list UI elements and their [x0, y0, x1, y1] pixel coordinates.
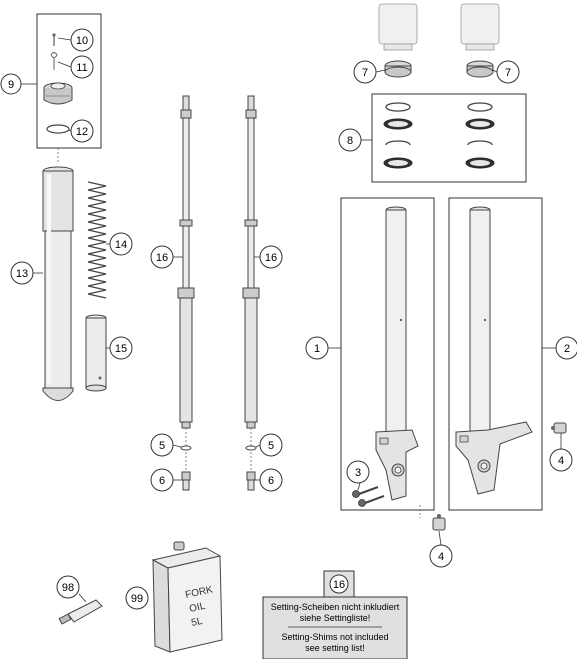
- svg-text:14: 14: [115, 239, 127, 251]
- fork-cap-assembly: [36, 13, 102, 162]
- callout-11: 11: [70, 55, 94, 79]
- svg-text:5: 5: [159, 440, 165, 452]
- note-english-line1: Setting-Shims not included: [281, 632, 388, 642]
- svg-text:6: 6: [159, 475, 165, 487]
- callout-4-right: 4: [549, 448, 573, 472]
- callout-2: 2: [555, 336, 577, 360]
- svg-text:16: 16: [156, 252, 168, 264]
- svg-text:4: 4: [438, 551, 444, 563]
- svg-text:8: 8: [347, 135, 353, 147]
- svg-text:4: 4: [558, 455, 564, 467]
- oil-can-label-line2: OIL: [188, 601, 206, 615]
- callout-16-left: 16: [150, 245, 174, 269]
- callout-99: 99: [125, 586, 149, 610]
- grease-tube: [58, 599, 103, 625]
- leader-lines: [21, 37, 562, 603]
- setting-shims-note: Setting-Scheiben nicht inkludiert siehe …: [262, 570, 408, 659]
- svg-text:13: 13: [16, 268, 28, 280]
- svg-text:16: 16: [333, 579, 345, 591]
- callout-12: 12: [70, 119, 94, 143]
- fork-leg-right-assembly: [448, 197, 543, 511]
- spacer-tube: [85, 314, 107, 392]
- svg-text:15: 15: [115, 343, 127, 355]
- callout-6-left: 6: [150, 468, 174, 492]
- svg-text:9: 9: [8, 79, 14, 91]
- callout-3: 3: [346, 460, 370, 484]
- svg-text:12: 12: [76, 126, 88, 138]
- svg-text:5: 5: [268, 440, 274, 452]
- callout-15: 15: [109, 336, 133, 360]
- bleeder-screw-bottom: [419, 505, 446, 531]
- callout-16-right: 16: [259, 245, 283, 269]
- callout-4-bottom: 4: [429, 544, 453, 568]
- callout-1: 1: [305, 336, 329, 360]
- svg-text:7: 7: [362, 67, 368, 79]
- damping-cartridge-right: [242, 95, 260, 491]
- note-english-line2: see setting list!: [305, 643, 365, 653]
- svg-text:7: 7: [505, 67, 511, 79]
- svg-text:2: 2: [564, 343, 570, 355]
- clamp-cap-right: [460, 3, 500, 51]
- note-german-line2: siehe Settingliste!: [300, 613, 371, 623]
- callout-14: 14: [109, 232, 133, 256]
- note-callout-16: 16: [329, 574, 349, 594]
- svg-text:1: 1: [314, 343, 320, 355]
- callout-5-right: 5: [259, 433, 283, 457]
- callout-98: 98: [56, 575, 80, 599]
- svg-text:16: 16: [265, 252, 277, 264]
- svg-text:98: 98: [62, 582, 74, 594]
- callout-9: 9: [0, 73, 22, 95]
- svg-text:6: 6: [268, 475, 274, 487]
- damping-cartridge-left: [177, 95, 195, 491]
- dust-seal-left: [384, 60, 412, 78]
- dust-seal-right: [466, 60, 494, 78]
- svg-text:10: 10: [76, 35, 88, 47]
- fork-oil-can: FORK OIL 5L: [151, 541, 223, 653]
- note-german-line1: Setting-Scheiben nicht inkludiert: [271, 602, 400, 612]
- svg-text:3: 3: [355, 467, 361, 479]
- callout-8: 8: [338, 128, 362, 152]
- fork-leg-left-assembly: [340, 197, 435, 511]
- bleeder-screw-right: [551, 422, 567, 434]
- svg-text:11: 11: [76, 62, 87, 74]
- outer-fork-tube: [42, 166, 74, 401]
- svg-text:99: 99: [131, 593, 143, 605]
- fork-spring: [87, 181, 107, 299]
- callout-6-right: 6: [259, 468, 283, 492]
- seal-kit-box: [371, 93, 527, 183]
- clamp-cap-left: [378, 3, 418, 51]
- oil-can-label-line3: 5L: [190, 616, 204, 629]
- callout-7-left: 7: [353, 60, 377, 84]
- axle-clamp-bolts: [352, 486, 385, 507]
- callout-13: 13: [10, 261, 34, 285]
- callout-10: 10: [70, 28, 94, 52]
- callout-5-left: 5: [150, 433, 174, 457]
- callout-7-right: 7: [496, 60, 520, 84]
